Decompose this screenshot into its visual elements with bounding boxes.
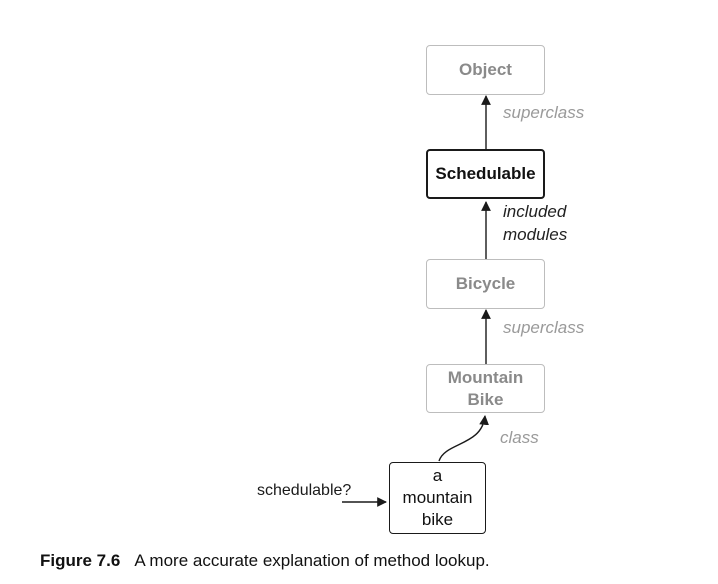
caption-text: A more accurate explanation of method lo… bbox=[134, 551, 490, 570]
class-label: class bbox=[500, 428, 539, 447]
superclass-label-top: superclass bbox=[503, 103, 585, 122]
bicycle-label: Bicycle bbox=[455, 274, 516, 293]
schedulable-node: Schedulable bbox=[426, 149, 545, 199]
superclass-label-bottom: superclass bbox=[503, 318, 585, 337]
object-node: Object bbox=[426, 45, 545, 95]
figure-caption: Figure 7.6 A more accurate explanation of… bbox=[40, 551, 490, 571]
bicycle-node: Bicycle bbox=[426, 259, 545, 309]
instance-node: a mountain bike bbox=[389, 462, 486, 534]
instance-label-line1: a bbox=[432, 466, 443, 485]
instance-label-line2: mountain bbox=[402, 488, 473, 507]
instance-label-line3: bike bbox=[421, 510, 454, 529]
mountain-bike-label-line1: Mountain bbox=[447, 367, 524, 387]
mountain-bike-node: Mountain Bike bbox=[426, 364, 545, 413]
schedulable-label: Schedulable bbox=[435, 164, 536, 183]
message-label: schedulable? bbox=[257, 482, 352, 499]
object-label: Object bbox=[459, 60, 512, 79]
included-modules-line1: included bbox=[503, 202, 567, 221]
mountain-bike-label-line2: Bike bbox=[467, 389, 504, 409]
arrow-instance-to-mountainbike bbox=[438, 415, 489, 462]
included-modules-line2: modules bbox=[503, 225, 568, 244]
included-modules-label: included modules bbox=[503, 200, 567, 246]
caption-label: Figure 7.6 bbox=[40, 551, 121, 570]
